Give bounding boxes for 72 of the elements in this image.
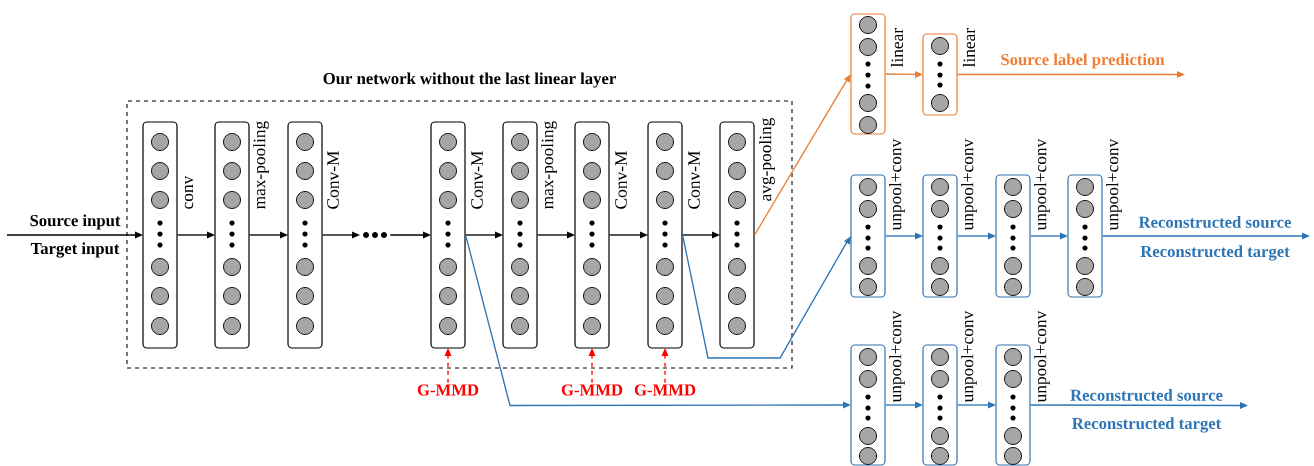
edge-label: unpool+conv — [1106, 138, 1122, 231]
edge-label: avg-pooling — [759, 117, 775, 201]
arrow — [6, 231, 143, 239]
layer-box — [922, 33, 958, 116]
edge-label: Conv-M — [615, 151, 627, 209]
arrow — [753, 74, 851, 236]
arrow — [1029, 402, 1248, 409]
layer-box — [287, 121, 323, 349]
layer-box — [922, 174, 958, 298]
arrow — [884, 232, 923, 240]
edge-label: unpool+conv — [1034, 138, 1050, 231]
layer-box — [719, 121, 755, 349]
arrow — [464, 234, 851, 409]
edge-label: unpool+conv — [961, 138, 977, 231]
output-label: Reconstructed target — [1072, 417, 1222, 433]
loss-label: G-MMD — [561, 384, 623, 396]
output-label: Source label prediction — [1001, 53, 1165, 69]
arrow — [608, 231, 648, 239]
node-text: Reconstructed source Reconstructed target — [1070, 389, 1223, 433]
loss-label: G-MMD — [417, 384, 479, 396]
edge-label: unpool+conv — [889, 138, 905, 231]
edge-label: max-pooling — [541, 121, 557, 210]
arrow — [1029, 232, 1068, 240]
layer-box — [1067, 174, 1103, 298]
arrow — [321, 231, 360, 239]
arrow — [681, 234, 851, 359]
layer-box — [850, 13, 886, 135]
edge-label: unpool+conv — [1034, 310, 1050, 403]
edge-label: conv — [184, 175, 194, 209]
edge-label: Conv-M — [327, 151, 339, 209]
arrow — [681, 231, 720, 239]
arrow — [248, 231, 288, 239]
layer-box — [995, 344, 1031, 466]
edge-label: linear — [962, 28, 976, 68]
edge-label: Source input — [30, 214, 121, 230]
input-label: Target input — [30, 242, 120, 258]
layer-box — [574, 121, 610, 349]
layer-box — [922, 344, 958, 466]
arrow — [956, 401, 996, 409]
layer-box — [850, 344, 886, 466]
edge-label: linear — [890, 28, 904, 68]
layer-box — [995, 174, 1031, 298]
output-label: Reconstructed source — [1070, 389, 1223, 401]
layer-box — [430, 121, 466, 349]
arrow — [884, 70, 923, 78]
output-label: Reconstructed target — [1140, 245, 1290, 261]
loss-label: G-MMD — [634, 384, 696, 396]
node-text: Reconstructed source Reconstructed target — [1138, 216, 1292, 261]
edge-label: unpool+conv — [889, 310, 905, 403]
arrow — [884, 401, 923, 409]
ellipsis-dots — [363, 232, 387, 238]
arrow — [661, 348, 669, 384]
layer-box — [647, 121, 683, 349]
arrow — [176, 231, 215, 239]
layer-box — [502, 121, 538, 349]
layer-box — [850, 174, 886, 298]
arrow — [444, 348, 452, 384]
arrow — [464, 231, 503, 239]
layer-box — [214, 121, 250, 349]
arrow — [956, 71, 1185, 78]
edge-label: Conv-M — [688, 151, 700, 209]
node-label: Our network without the last linear layer — [323, 72, 616, 88]
layer-box — [142, 121, 178, 349]
edge-label: Conv-M — [471, 151, 483, 209]
arrow — [536, 231, 575, 239]
edge-label: unpool+conv — [961, 310, 977, 403]
arrow — [389, 231, 431, 239]
arrow — [1101, 232, 1310, 240]
arrow — [588, 348, 596, 384]
edge-label: max-pooling — [253, 121, 269, 210]
arrow — [956, 232, 996, 240]
output-label: Reconstructed source — [1138, 216, 1291, 228]
